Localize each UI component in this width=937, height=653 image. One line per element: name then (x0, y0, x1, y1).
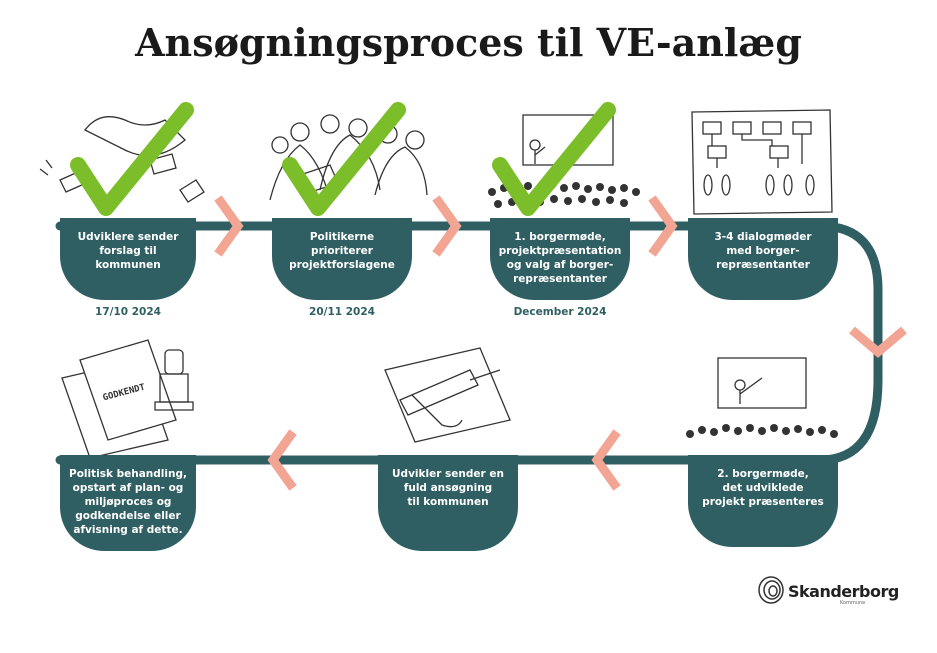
check-icon (492, 102, 616, 216)
chevron-right-icon (648, 195, 678, 257)
logo-sub: Kommune (840, 600, 866, 606)
check-icon (282, 102, 406, 216)
drafting-illustration (384, 347, 511, 443)
chevron-right-icon (214, 195, 244, 257)
step-date-1: 17/10 2024 (95, 306, 161, 318)
skanderborg-logo-icon (758, 576, 784, 604)
step-box-7: Politisk behandling, opstart af plan- og… (60, 455, 196, 551)
page-title: Ansøgningsproces til VE-anlæg (135, 20, 802, 65)
chevron-left-icon (591, 429, 621, 491)
step-box-3: 1. borgermøde, projektpræsentation og va… (490, 218, 630, 300)
step-box-1: Udviklere sender forslag til kommunen (60, 218, 196, 300)
step-box-2: Politikerne prioriterer projektforslagen… (272, 218, 412, 300)
flowchart-illustration (691, 109, 833, 215)
step-box-5: 2. borgermøde, det udviklede projekt præ… (688, 455, 838, 547)
chevron-right-icon (432, 195, 462, 257)
presentation-illustration (717, 357, 807, 409)
step-box-6: Udvikler sender en fuld ansøgning til ko… (378, 455, 518, 551)
check-icon (70, 102, 194, 216)
audience-illustration-2 (686, 424, 838, 438)
people-illustration (269, 114, 428, 201)
chevron-down-icon (849, 326, 907, 358)
step-date-3: December 2024 (513, 306, 607, 318)
process-track (55, 221, 883, 465)
chevron-left-icon (267, 429, 297, 491)
logo-name: Skanderborg (788, 582, 899, 601)
step-date-2: 20/11 2024 (309, 306, 375, 318)
step-box-4: 3-4 dialogmøder med borger- repræsentant… (688, 218, 838, 300)
stamp-illustration (61, 339, 194, 459)
